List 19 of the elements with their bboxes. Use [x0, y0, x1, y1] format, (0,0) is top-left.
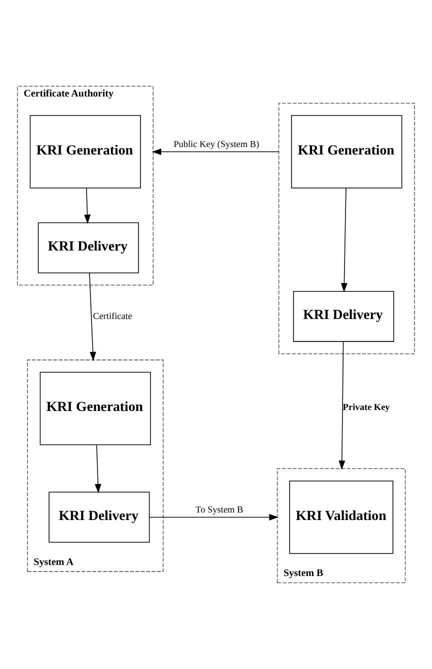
- edge-label: Private Key: [342, 403, 390, 414]
- arrow: [84, 188, 91, 224]
- node-box: KRI Generation: [40, 372, 151, 446]
- edge-label: Certificate: [93, 312, 132, 322]
- edge-label: Public Key (System B): [174, 140, 260, 150]
- arrow: [338, 341, 346, 470]
- node-box: KRI Delivery: [38, 222, 139, 274]
- arrow: [340, 188, 348, 292]
- arrow: [89, 272, 96, 362]
- arrow: [94, 444, 102, 494]
- node-box: KRI Generation: [291, 115, 402, 188]
- node-box: KRI Delivery: [293, 290, 394, 342]
- arrow: [152, 148, 280, 156]
- arrow: [148, 514, 278, 520]
- node-box: KRI Delivery: [48, 492, 150, 543]
- cluster: [278, 102, 415, 354]
- node-box: KRI Validation: [289, 480, 394, 554]
- node-box: KRI Generation: [30, 115, 141, 188]
- edge-label: To System B: [196, 505, 244, 516]
